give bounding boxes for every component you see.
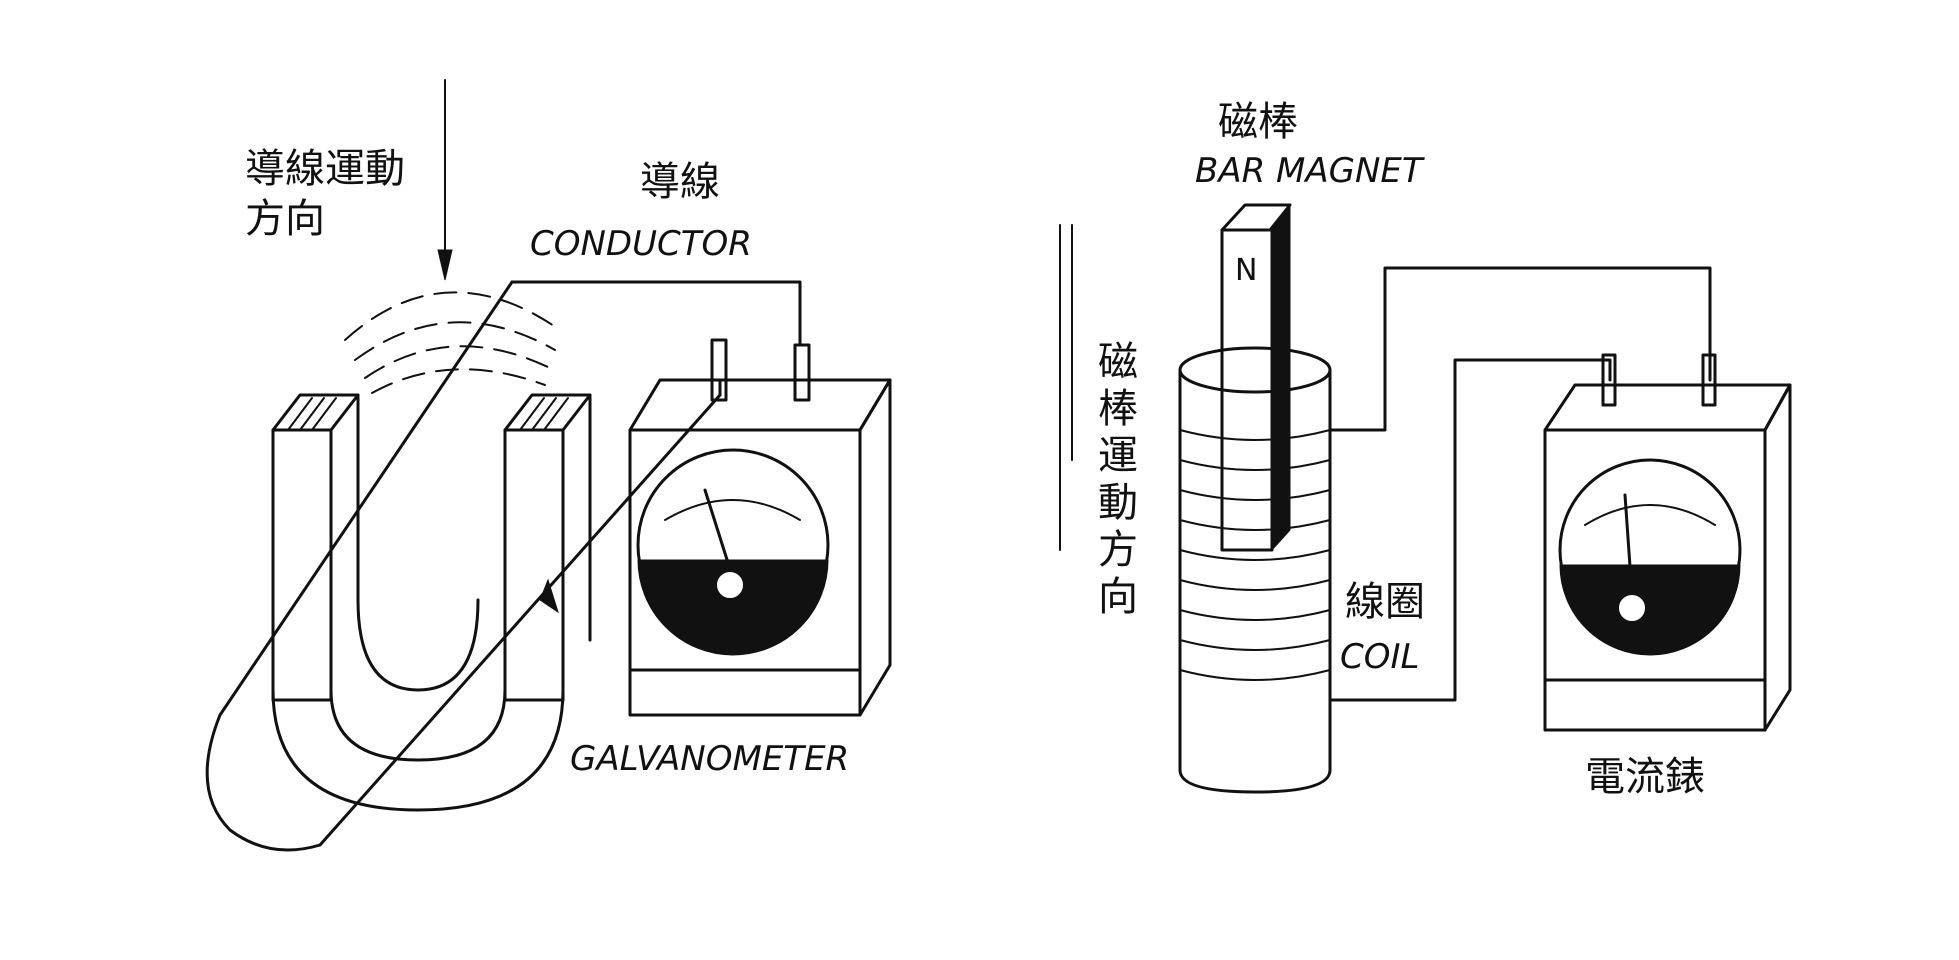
magnetic-field-lines	[344, 291, 561, 394]
pole-label: N	[1235, 253, 1257, 288]
galvanometer	[628, 338, 892, 717]
galvanometer-label: GALVANOMETER	[570, 739, 849, 779]
motion-char-5: 方	[1098, 527, 1138, 573]
magnet-label-cn: 磁棒	[1218, 99, 1298, 145]
motion-char-4: 動	[1098, 480, 1138, 526]
coil	[1178, 346, 1332, 794]
motion-char-3: 運	[1098, 433, 1138, 479]
bar-magnet: N	[1220, 203, 1292, 552]
terminal-right	[793, 343, 811, 402]
motion-char-2: 棒	[1098, 386, 1138, 432]
conductor-motion-arrow	[437, 79, 453, 281]
magnet-motion-arrow	[1059, 224, 1073, 551]
coil-label-cn: 線圈	[1345, 579, 1425, 625]
left-panel: 導線運動 方向 導線 CONDUCTOR GALVANOMETER	[205, 79, 892, 852]
motion-direction-label-1: 導線運動	[245, 146, 405, 192]
conductor-label-cn: 導線	[640, 159, 720, 205]
motion-char-6: 向	[1098, 574, 1138, 620]
motion-char-1: 磁	[1098, 339, 1138, 385]
coil-label-en: COIL	[1340, 637, 1419, 677]
conductor-wire	[205, 280, 802, 852]
conductor-label-en: CONDUCTOR	[530, 224, 752, 264]
right-panel: N 磁棒 BAR MAGNET 磁 棒 運 動	[1059, 99, 1792, 800]
magnet-label-en: BAR MAGNET	[1195, 151, 1425, 191]
coil-wires	[1328, 266, 1712, 702]
magnet-motion-label: 磁 棒 運 動 方 向	[1098, 339, 1138, 620]
ammeter	[1543, 353, 1792, 732]
needle	[1623, 493, 1634, 597]
terminal-left	[710, 338, 728, 402]
terminal-right	[1701, 353, 1717, 407]
current-arrow-icon	[539, 578, 559, 614]
horseshoe-magnet	[271, 393, 592, 812]
ammeter-label-cn: 電流錶	[1585, 754, 1705, 800]
motion-direction-label-2: 方向	[245, 196, 325, 242]
needle	[703, 488, 737, 587]
pivot	[715, 570, 745, 600]
pivot	[1617, 593, 1647, 623]
terminal-left	[1601, 353, 1617, 407]
